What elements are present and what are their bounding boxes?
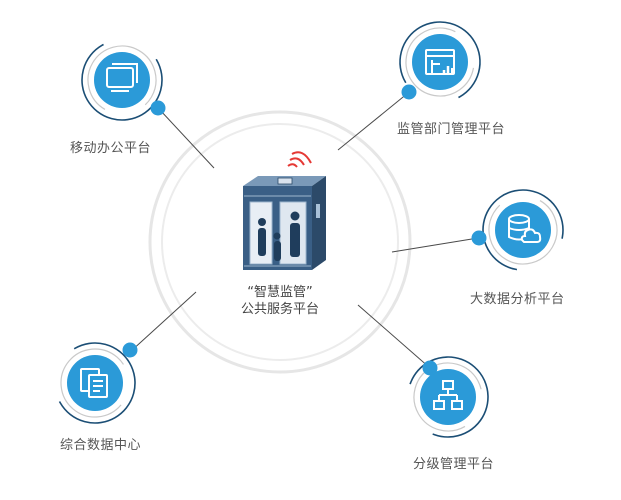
node-label-integrated-data: 综合数据中心 [60,438,142,453]
connector-integrated-data [129,291,197,353]
node-mobile-office[interactable] [67,25,176,134]
connector-mobile-office [159,109,215,169]
hierarchy-icon [433,380,463,410]
dashboard-window-icon [425,49,455,75]
node-ring-inner [405,27,475,97]
connector-big-data [391,237,479,253]
outer-ring [148,110,412,374]
connector-regulator [337,92,409,151]
elevator-side [312,176,326,270]
monitor-icon [106,63,138,92]
inner-ring [161,123,399,361]
connector-dot [471,230,487,246]
node-ring-inner [87,45,157,115]
node-ring-outer [482,189,564,271]
node-big-data[interactable] [471,184,570,277]
node-regulator[interactable] [385,7,494,116]
node-ring-inner [488,195,558,265]
node-badge [94,52,150,108]
signal-icon [287,151,312,168]
center-title-line1: “智慧监管” [247,285,313,300]
center-title: “智慧监管” 公共服务平台 [210,284,350,318]
connector-dot [150,100,166,116]
passengers-icon [258,211,300,261]
connector-dot [422,360,438,376]
node-ring-outer [54,342,136,424]
elevator-illustration [243,151,326,270]
connector-tiered [357,304,431,369]
node-ring-outer [407,356,489,438]
connectors [129,92,479,369]
node-badge [412,34,468,90]
node-label-mobile-office: 移动办公平台 [70,141,152,156]
node-badge [420,369,476,425]
center-title-line2: 公共服务平台 [240,302,319,317]
node-tiered[interactable] [397,346,500,449]
connector-dot [122,342,138,358]
node-label-regulator: 监管部门管理平台 [397,122,506,137]
node-ring-outer [399,21,481,103]
node-integrated-data[interactable] [40,328,149,437]
node-ring-outer [81,39,163,121]
documents-icon [80,368,108,398]
node-label-big-data: 大数据分析平台 [470,292,565,307]
database-cloud-icon [508,214,542,243]
node-ring-inner [60,348,130,418]
connector-dot [401,84,417,100]
node-label-tiered: 分级管理平台 [413,457,495,472]
